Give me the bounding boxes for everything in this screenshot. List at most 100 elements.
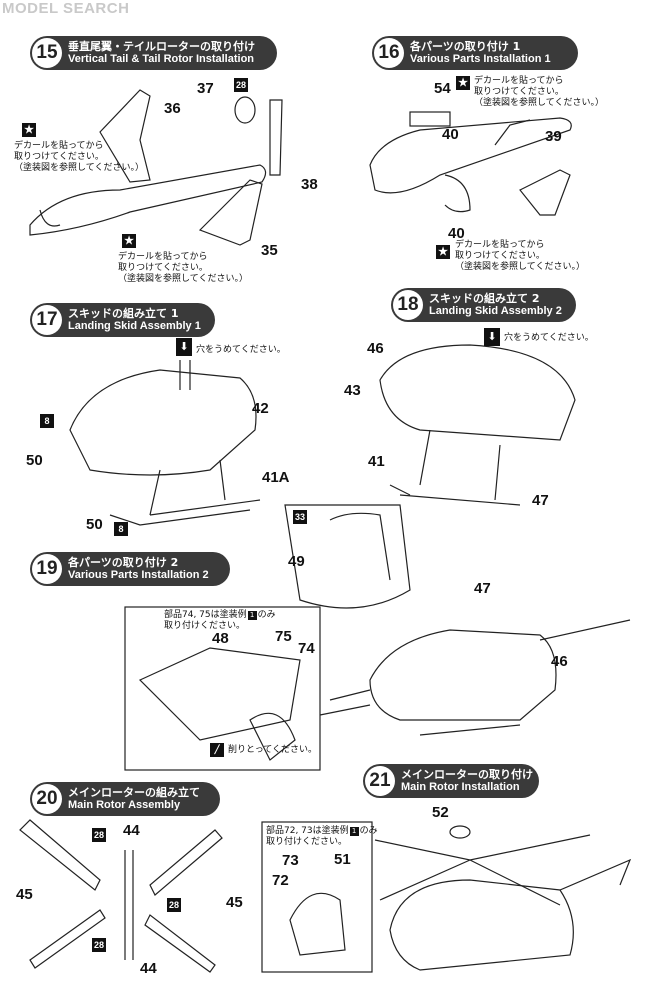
part-75-label: 75: [275, 628, 292, 645]
step-17-banner: 17 スキッドの組み立て 1 Landing Skid Assembly 1: [30, 303, 215, 337]
step-19-banner: 19 各パーツの取り付け 2 Various Parts Installatio…: [30, 552, 230, 586]
step-title-jp: メインローターの取り付け: [401, 768, 533, 781]
step-number: 16: [374, 38, 404, 68]
step-title-jp: 各パーツの取り付け 1: [410, 40, 521, 53]
paint-28-badge: 28: [234, 78, 248, 92]
part-51-label: 51: [334, 851, 351, 868]
part-50-label: 50: [26, 452, 43, 469]
step-title-en: Main Rotor Assembly: [68, 799, 181, 811]
part-52-label: 52: [432, 804, 449, 821]
step-title-en: Various Parts Installation 2: [68, 569, 209, 581]
step-title-jp: 各パーツの取り付け 2: [68, 556, 179, 569]
parts-74-75-note-b: のみ: [257, 610, 276, 620]
decal-note-line: 取りつけてください。: [474, 87, 564, 97]
part-43-label: 43: [344, 382, 361, 399]
step-16-banner: 16 各パーツの取り付け 1 Various Parts Installatio…: [372, 36, 578, 70]
decal-note-15b: デカールを貼ってから 取りつけてください。 （塗装図を参照してください。）: [118, 252, 248, 285]
part-38-label: 38: [301, 176, 318, 193]
step-title-jp: スキッドの組み立て 2: [429, 292, 540, 305]
part-36-label: 36: [164, 100, 181, 117]
decal-note-line: （塗装図を参照してください。）: [474, 98, 604, 108]
decal-note-line: （塗装図を参照してください。）: [118, 274, 248, 284]
step-21-banner: 21 メインローターの取り付け Main Rotor Installation: [363, 764, 539, 798]
step-title-en: Landing Skid Assembly 2: [429, 305, 562, 317]
step-number: 18: [393, 290, 423, 320]
decal-note-16a: デカールを貼ってから 取りつけてください。 （塗装図を参照してください。）: [474, 76, 604, 109]
star-paint-icon: ★: [122, 234, 136, 248]
parts-72-73-note-b: のみ: [359, 826, 378, 836]
decal-note-line: デカールを貼ってから: [474, 76, 564, 86]
step-title-en: Landing Skid Assembly 1: [68, 320, 201, 332]
fill-hole-note-18: 穴をうめてください。: [504, 333, 594, 343]
step-18-banner: 18 スキッドの組み立て 2 Landing Skid Assembly 2: [391, 288, 576, 322]
parts-74-75-note-a: 部品74, 75は塗装例: [164, 610, 247, 620]
part-37-label: 37: [197, 80, 214, 97]
part-45-label: 45: [16, 886, 33, 903]
step-title-jp: メインローターの組み立て: [68, 786, 200, 799]
part-40-label-b: 40: [448, 225, 465, 242]
part-47-label: 47: [532, 492, 549, 509]
decal-note-line: デカールを貼ってから: [118, 252, 208, 262]
part-44-label: 44: [123, 822, 140, 839]
decal-note-15a: デカールを貼ってから 取りつけてください。 （塗装図を参照してください。）: [14, 141, 144, 174]
drill-hole-icon: ⬇: [484, 328, 500, 346]
star-paint-icon: ★: [22, 123, 36, 137]
part-48-label: 48: [212, 630, 229, 647]
part-42-label: 42: [252, 400, 269, 417]
step-number: 21: [365, 766, 395, 796]
part-40-label: 40: [442, 126, 459, 143]
step-title-jp: スキッドの組み立て 1: [68, 307, 179, 320]
part-41A-label: 41A: [262, 469, 290, 486]
paint-8-badge: 8: [40, 414, 54, 428]
part-45-label-b: 45: [226, 894, 243, 911]
paint-28-badge: 28: [92, 938, 106, 952]
cut-off-icon: ╱: [210, 743, 224, 757]
part-72-label: 72: [272, 872, 289, 889]
part-44-label-b: 44: [140, 960, 157, 977]
step-20-banner: 20 メインローターの組み立て Main Rotor Assembly: [30, 782, 220, 816]
part-54-label: 54: [434, 80, 451, 97]
step-title-en: Main Rotor Installation: [401, 781, 520, 793]
part-35-label: 35: [261, 242, 278, 259]
star-paint-icon: ★: [456, 76, 470, 90]
part-46-label-b: 46: [551, 653, 568, 670]
step-number: 20: [32, 784, 62, 814]
step-15-banner: 15 垂直尾翼・テイルローターの取り付け Vertical Tail & Tai…: [30, 36, 277, 70]
cut-off-note: 削りとってください。: [228, 745, 318, 755]
step-title-en: Various Parts Installation 1: [410, 53, 551, 65]
parts-72-73-note-a: 部品72, 73は塗装例: [266, 826, 349, 836]
part-41-label: 41: [368, 453, 385, 470]
paint-28-badge: 28: [92, 828, 106, 842]
decal-note-line: （塗装図を参照してください。）: [455, 262, 585, 272]
part-73-label: 73: [282, 852, 299, 869]
part-74-label: 74: [298, 640, 315, 657]
star-paint-icon: ★: [436, 245, 450, 259]
step-title-jp: 垂直尾翼・テイルローターの取り付け: [68, 40, 255, 53]
part-39-label: 39: [545, 128, 562, 145]
fill-hole-note-17: 穴をうめてください。: [196, 345, 286, 355]
decal-note-line: デカールを貼ってから: [14, 141, 104, 151]
paint-8-badge: 8: [114, 522, 128, 536]
paint-1-icon: 1: [349, 827, 359, 836]
paint-28-badge: 28: [167, 898, 181, 912]
decal-note-line: 取りつけてください。: [118, 263, 208, 273]
part-47-label-b: 47: [474, 580, 491, 597]
parts-74-75-note-c: 取り付けください。: [164, 621, 246, 631]
decal-note-16b: デカールを貼ってから 取りつけてください。 （塗装図を参照してください。）: [455, 240, 585, 273]
drill-hole-icon: ⬇: [176, 338, 192, 356]
decal-note-line: （塗装図を参照してください。）: [14, 163, 144, 173]
decal-note-line: 取りつけてください。: [455, 251, 545, 261]
part-50-label-b: 50: [86, 516, 103, 533]
part-46-label: 46: [367, 340, 384, 357]
decal-note-line: 取りつけてください。: [14, 152, 104, 162]
step-number: 15: [32, 38, 62, 68]
step-number: 17: [32, 305, 62, 335]
decal-note-line: デカールを貼ってから: [455, 240, 545, 250]
part-49-label: 49: [288, 553, 305, 570]
parts-72-73-note-c: 取り付けください。: [266, 837, 348, 847]
step-number: 19: [32, 554, 62, 584]
paint-33-badge: 33: [293, 510, 307, 524]
step-title-en: Vertical Tail & Tail Rotor Installation: [68, 53, 255, 65]
